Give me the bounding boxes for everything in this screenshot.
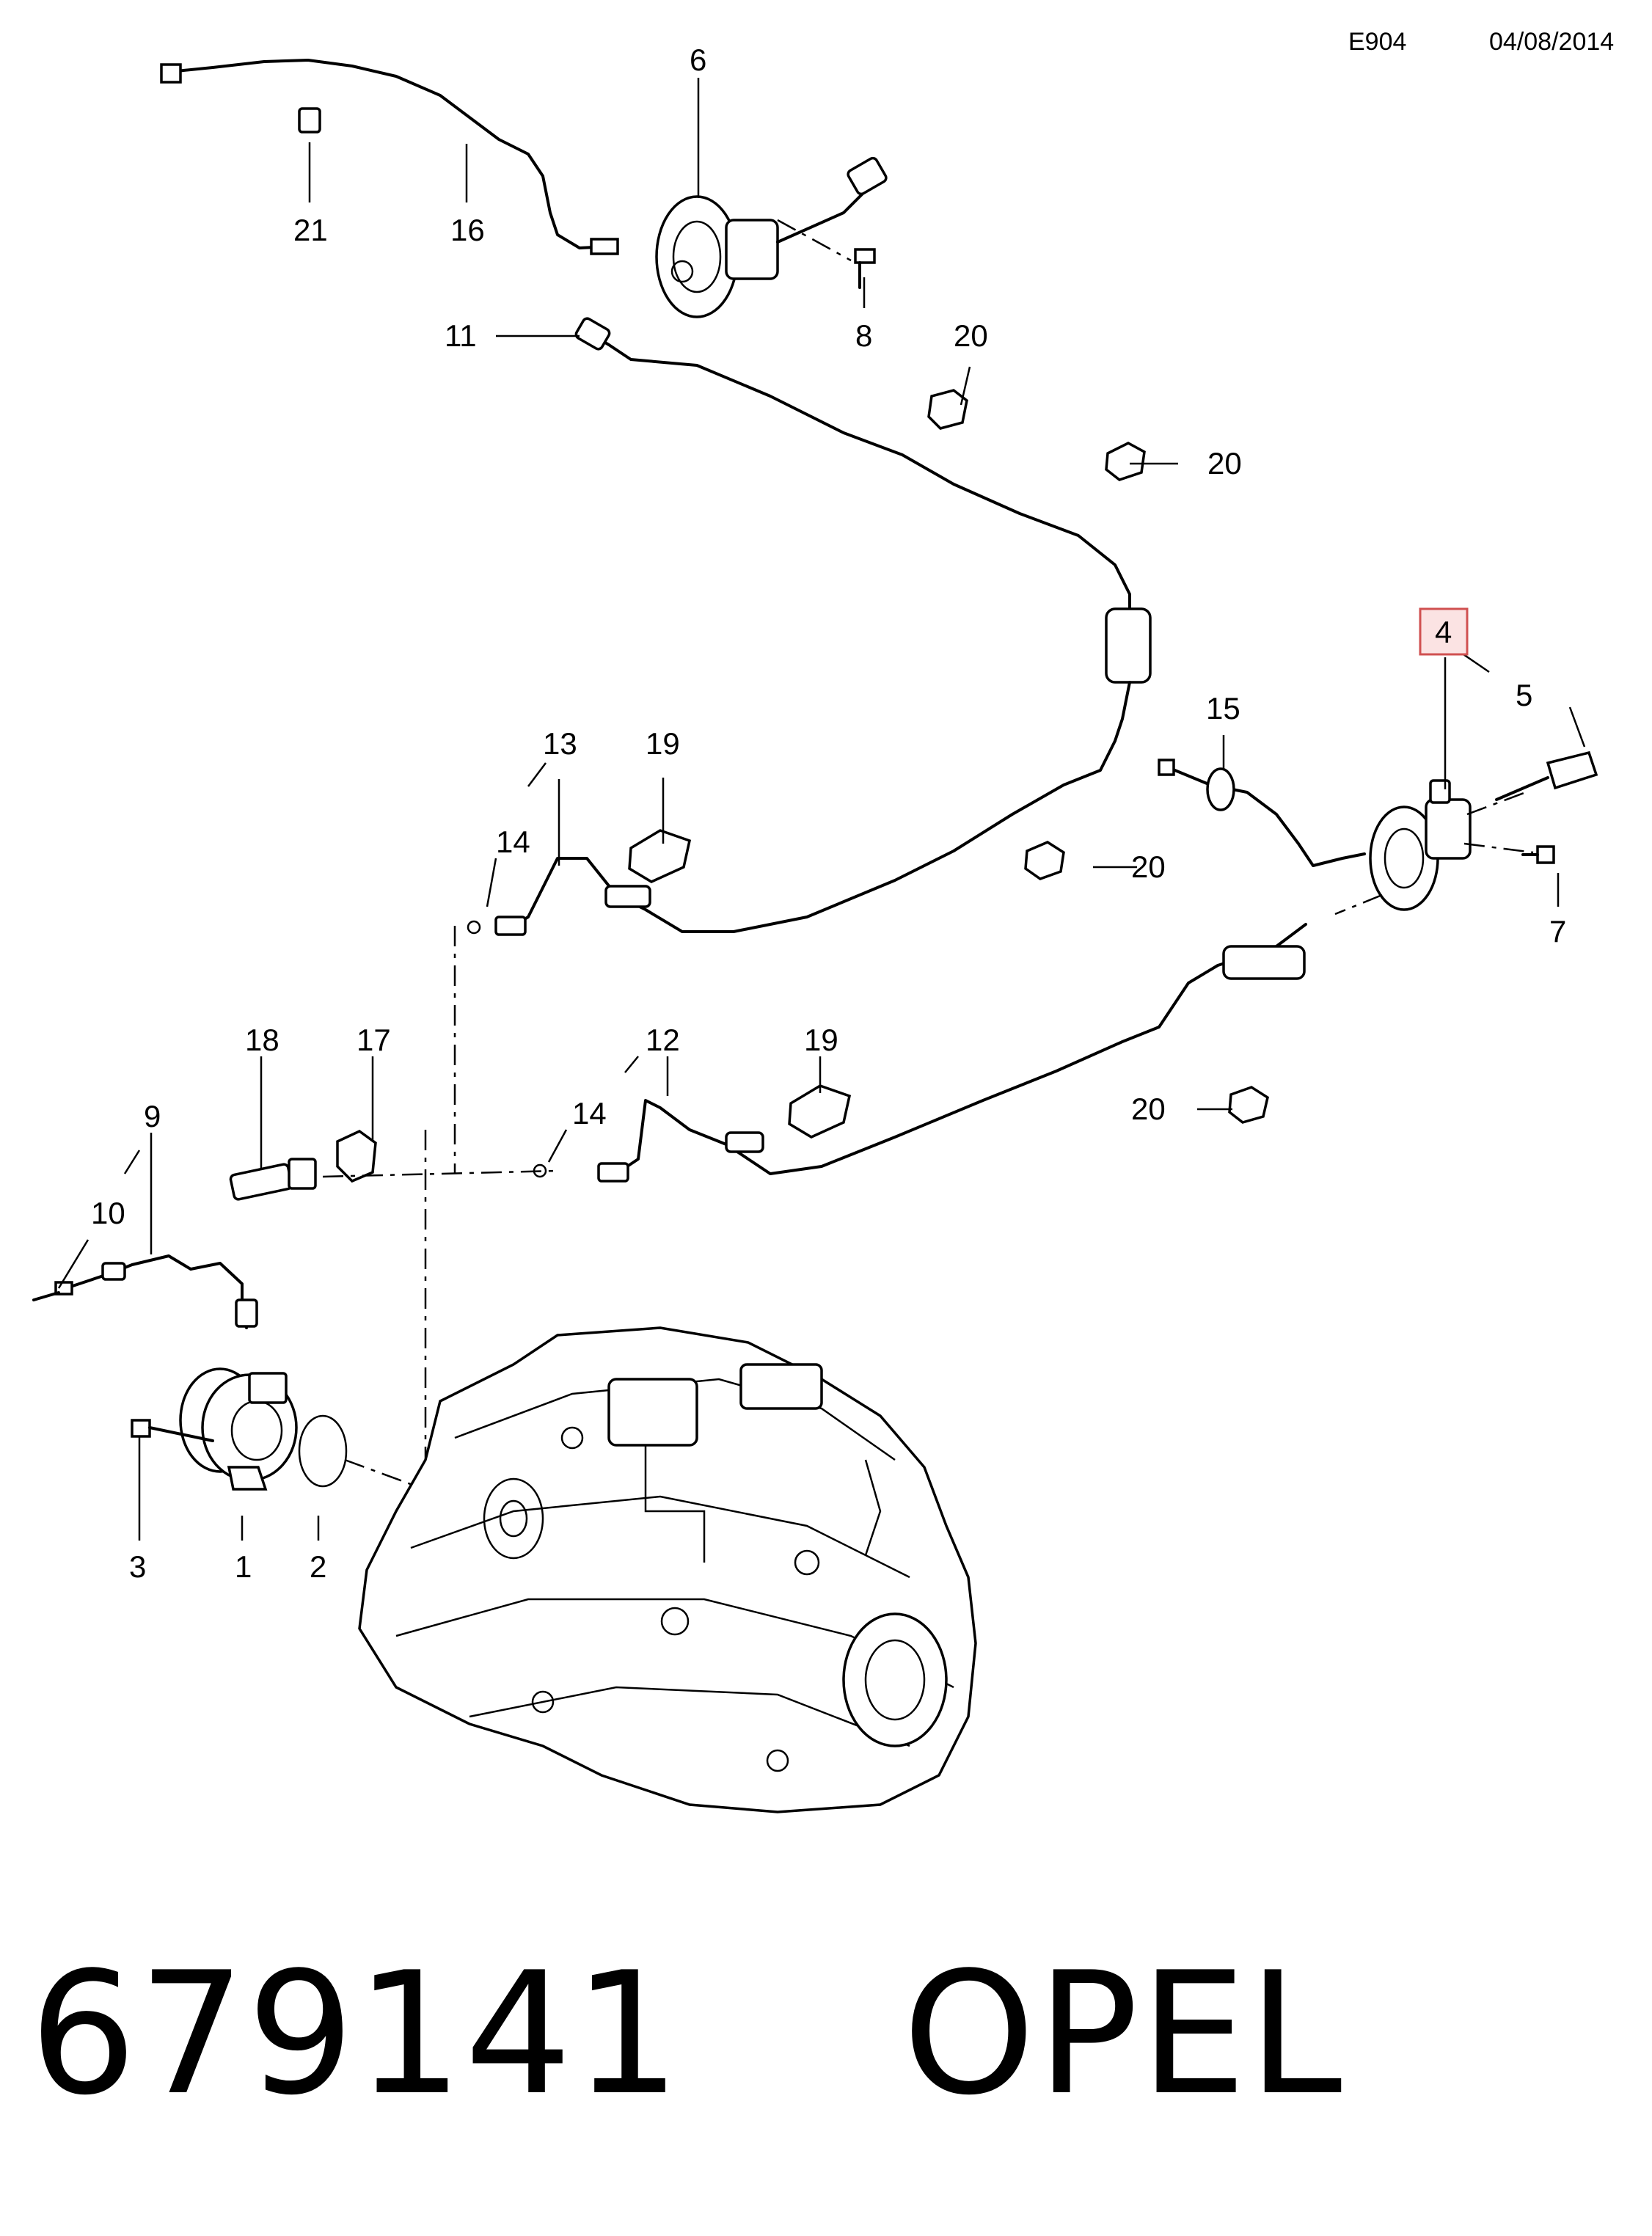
callout-11: 11 xyxy=(445,318,477,353)
callout-10: 10 xyxy=(91,1196,125,1230)
bleeder-10 xyxy=(32,1291,60,1301)
clip-20-b xyxy=(1105,442,1146,481)
callout-19-b: 19 xyxy=(804,1023,838,1057)
concentric-slave-cylinder-1 xyxy=(179,1367,298,1491)
callout-14-b: 14 xyxy=(572,1096,607,1130)
callout-labels: 6 21 16 8 11 20 20 4 5 15 13 19 14 20 7 … xyxy=(91,43,1566,1584)
brand-name: OPEL xyxy=(902,1937,1344,2133)
callout-20-c: 20 xyxy=(1131,850,1166,884)
footer-caption: 679141 OPEL xyxy=(29,1937,1343,2133)
callout-21: 21 xyxy=(293,213,328,247)
seal-ring-2 xyxy=(298,1414,348,1488)
callout-7: 7 xyxy=(1549,914,1566,949)
callout-16: 16 xyxy=(450,213,485,247)
callout-19-a: 19 xyxy=(646,726,680,761)
pipe-13 xyxy=(494,739,1116,936)
bolt-3 xyxy=(131,1419,214,1442)
callout-12: 12 xyxy=(646,1023,680,1057)
seal-14-upper xyxy=(467,920,481,935)
callout-20-d: 20 xyxy=(1131,1092,1166,1126)
pipe-16 xyxy=(160,59,619,255)
connector-18 xyxy=(229,1158,317,1201)
callout-6: 6 xyxy=(690,43,706,77)
callout-leaders xyxy=(57,78,1586,1541)
master-cylinder-6 xyxy=(655,156,888,318)
callout-20-a: 20 xyxy=(954,318,988,353)
clip-21 xyxy=(298,107,321,134)
bracket-19-upper xyxy=(628,829,692,883)
clip-20-a xyxy=(927,389,968,430)
callout-2: 2 xyxy=(310,1549,326,1584)
callout-5: 5 xyxy=(1516,678,1532,712)
callout-15: 15 xyxy=(1206,691,1240,726)
callout-4-highlight xyxy=(1419,607,1469,656)
pipe-15 xyxy=(1158,759,1366,867)
callout-9: 9 xyxy=(144,1099,161,1133)
callout-18: 18 xyxy=(245,1023,279,1057)
callout-20-b: 20 xyxy=(1207,446,1242,481)
bolt-7 xyxy=(1521,845,1555,864)
callout-3: 3 xyxy=(129,1549,146,1584)
pipe-12 xyxy=(597,923,1307,1183)
diagram-date: 04/08/2014 xyxy=(1489,28,1615,56)
callout-13: 13 xyxy=(543,726,577,761)
clip-20-d xyxy=(1228,1086,1269,1124)
master-cylinder-4 xyxy=(1334,779,1534,916)
diagram-code: E904 xyxy=(1348,28,1407,56)
gearbox-housing xyxy=(358,1326,977,1813)
callout-8: 8 xyxy=(855,318,872,353)
callout-14-a: 14 xyxy=(496,825,530,859)
bolt-8 xyxy=(854,248,876,289)
pushrod-5 xyxy=(1495,750,1598,801)
pipe-11 xyxy=(574,317,1152,742)
pipe-9 xyxy=(54,1254,258,1329)
callout-17: 17 xyxy=(357,1023,391,1057)
callout-1: 1 xyxy=(235,1549,252,1584)
clip-17 xyxy=(336,1129,377,1183)
bracket-19-lower xyxy=(788,1084,852,1139)
callout-4: 4 xyxy=(1435,615,1452,649)
part-number: 679141 xyxy=(29,1937,682,2133)
clip-20-c xyxy=(1024,841,1065,880)
